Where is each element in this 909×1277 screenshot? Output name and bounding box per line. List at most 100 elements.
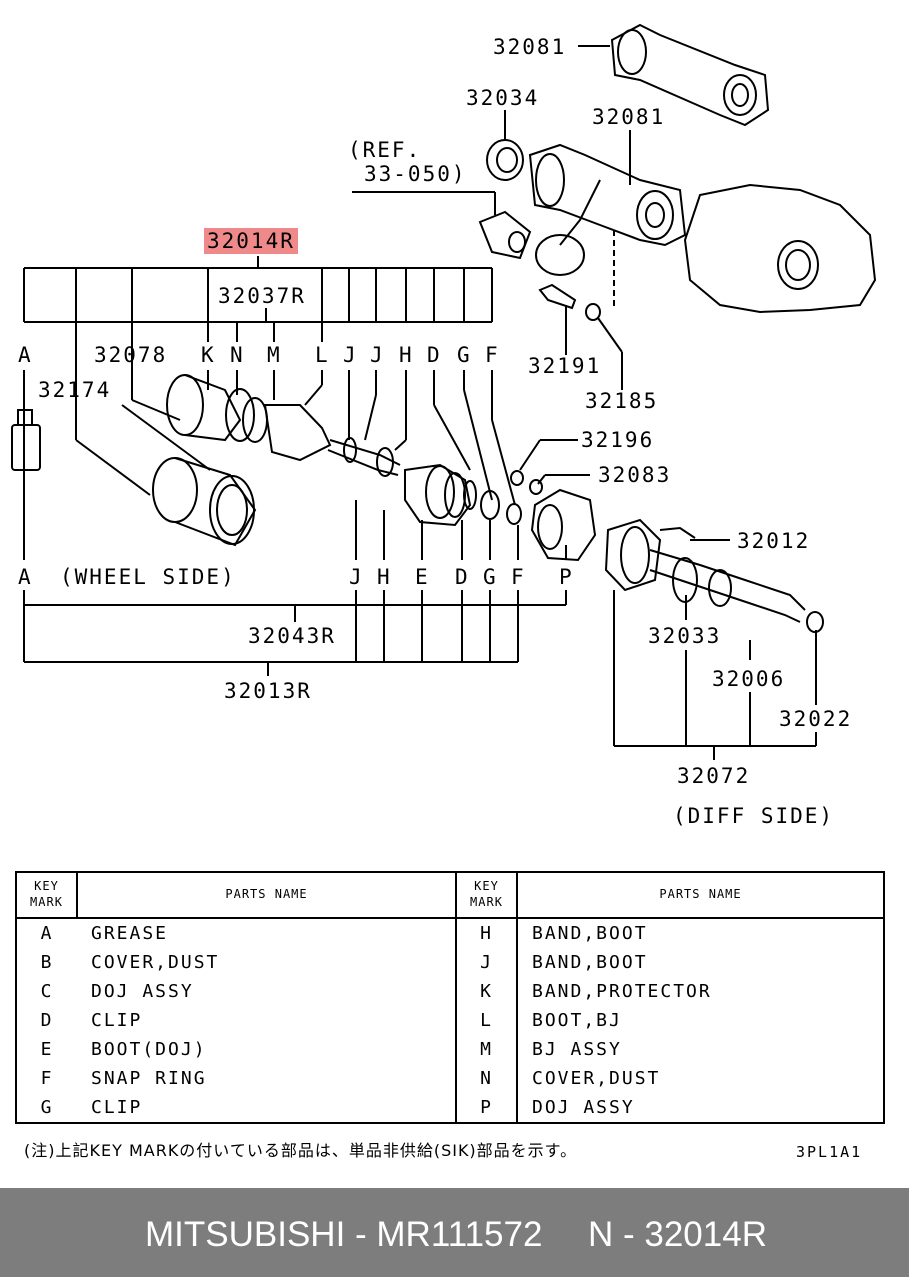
part-name-cell: GREASE: [91, 923, 169, 944]
part-doj-boot: [404, 463, 472, 527]
key-mark-cell: A: [40, 923, 54, 944]
label-32081-lower: 32081: [592, 105, 666, 129]
mark-top-k: K: [201, 343, 216, 367]
bracket-32072: [613, 539, 817, 760]
label-32022: 32022: [779, 707, 853, 731]
part-ref-33-050-bushing: [478, 210, 532, 260]
key-mark-cell: M: [455, 1035, 517, 1064]
mark-bottom-p: P: [559, 565, 574, 589]
header-parts-name-left: PARTS NAME: [76, 871, 457, 919]
label-32043R: 32043R: [248, 624, 336, 648]
label-diff-side: (DIFF SIDE): [673, 804, 835, 828]
part-doj-housing: [530, 488, 597, 562]
label-32006: 32006: [712, 667, 786, 691]
label-32191: 32191: [528, 354, 602, 378]
label-32174: 32174: [38, 378, 112, 402]
part-name-cell: SNAP RING: [91, 1068, 207, 1089]
key-mark-cell: J: [455, 948, 517, 977]
key-mark-cell: K: [455, 977, 517, 1006]
part-32191-bolt: [538, 283, 577, 310]
key-mark-cell: D: [40, 1010, 54, 1031]
footer-bar: MITSUBISHI - MR111572 N - 32014R: [0, 1188, 909, 1277]
part-32072-shaft-assy: [604, 518, 824, 633]
key-mark-cell: N: [455, 1064, 517, 1093]
mark-bottom-a: A: [18, 565, 33, 589]
label-32033: 32033: [648, 624, 722, 648]
part-name-cell: BAND,PROTECTOR: [516, 977, 884, 1006]
label-32012: 32012: [737, 529, 811, 553]
part-name-cell: COVER,DUST: [91, 952, 220, 973]
part-name-cell: BOOT,BJ: [516, 1006, 884, 1035]
part-32196-nut: [510, 470, 524, 486]
label-32081-upper: 32081: [493, 35, 567, 59]
mark-bottom-h: H: [377, 565, 392, 589]
mark-bottom-g: G: [483, 565, 498, 589]
part-snap-rings: [463, 480, 522, 525]
part-32081-lower: [528, 143, 687, 276]
exploded-parts-diagram: 32081 32034 32081 (REF. 33-050) 32014R 3…: [11, 23, 877, 828]
part-32034-seal: [486, 139, 524, 181]
label-ref-line1: (REF.: [348, 138, 422, 162]
label-32037R: 32037R: [218, 284, 306, 308]
mark-top-a: A: [18, 343, 33, 367]
key-mark-cell: H: [455, 918, 517, 948]
label-wheel-side: (WHEEL SIDE): [60, 565, 236, 589]
label-32078: 32078: [94, 343, 168, 367]
mark-top-g: G: [457, 343, 472, 367]
part-name-cell: DOJ ASSY: [516, 1093, 884, 1123]
key-mark-cell: E: [40, 1039, 54, 1060]
diagram-code: 3PL1A1: [796, 1143, 863, 1161]
mark-bottom-f: F: [511, 565, 526, 589]
diagram-drawing: [11, 23, 877, 760]
part-name-cell: DOJ ASSY: [91, 981, 194, 1002]
part-name-cell: BOOT(DOJ): [91, 1039, 207, 1060]
label-32013R: 32013R: [224, 679, 312, 703]
key-mark-cell: B: [40, 952, 54, 973]
part-name-cell: CLIP: [91, 1097, 143, 1118]
part-32185-nut: [585, 303, 601, 321]
key-mark-cell: L: [455, 1006, 517, 1035]
label-ref-line2: 33-050): [364, 162, 467, 186]
label-32185: 32185: [585, 389, 659, 413]
mark-bottom-j: J: [349, 565, 364, 589]
bracket-32014R: [23, 256, 516, 560]
label-32196: 32196: [581, 428, 655, 452]
mark-top-n: N: [230, 343, 245, 367]
part-name-cell: BJ ASSY: [516, 1035, 884, 1064]
part-32174-dust-cover: [152, 457, 257, 547]
reference-number: N - 32014R: [588, 1215, 767, 1254]
part-name-cell: BAND,BOOT: [516, 918, 884, 948]
mark-bottom-e: E: [415, 565, 430, 589]
leaders-upper: [352, 45, 631, 485]
mark-top-j1: J: [343, 343, 358, 367]
mark-top-l: L: [315, 343, 330, 367]
mark-top-h: H: [399, 343, 414, 367]
footnote: (注)上記KEY MARKの付いている部品は、単品非供給(SIK)部品を示す。: [24, 1141, 578, 1160]
brand-part-number: MITSUBISHI - MR111572: [145, 1215, 543, 1254]
key-mark-cell: P: [455, 1093, 517, 1123]
highlighted-part-number: 32014R: [204, 228, 298, 254]
part-differential-carrier: [683, 183, 877, 314]
mark-top-j2: J: [370, 343, 385, 367]
header-parts-name-right: PARTS NAME: [516, 871, 885, 919]
mark-top-m: M: [267, 343, 282, 367]
part-name-cell: CLIP: [91, 1010, 143, 1031]
part-name-cell: COVER,DUST: [516, 1064, 884, 1093]
bracket-32043R-32013R: [23, 500, 567, 676]
label-32034: 32034: [466, 86, 540, 110]
label-32014R: 32014R: [204, 228, 298, 254]
key-mark-cell: F: [40, 1068, 54, 1089]
part-name-cell: BAND,BOOT: [516, 948, 884, 977]
part-grease-tube: [11, 409, 41, 471]
